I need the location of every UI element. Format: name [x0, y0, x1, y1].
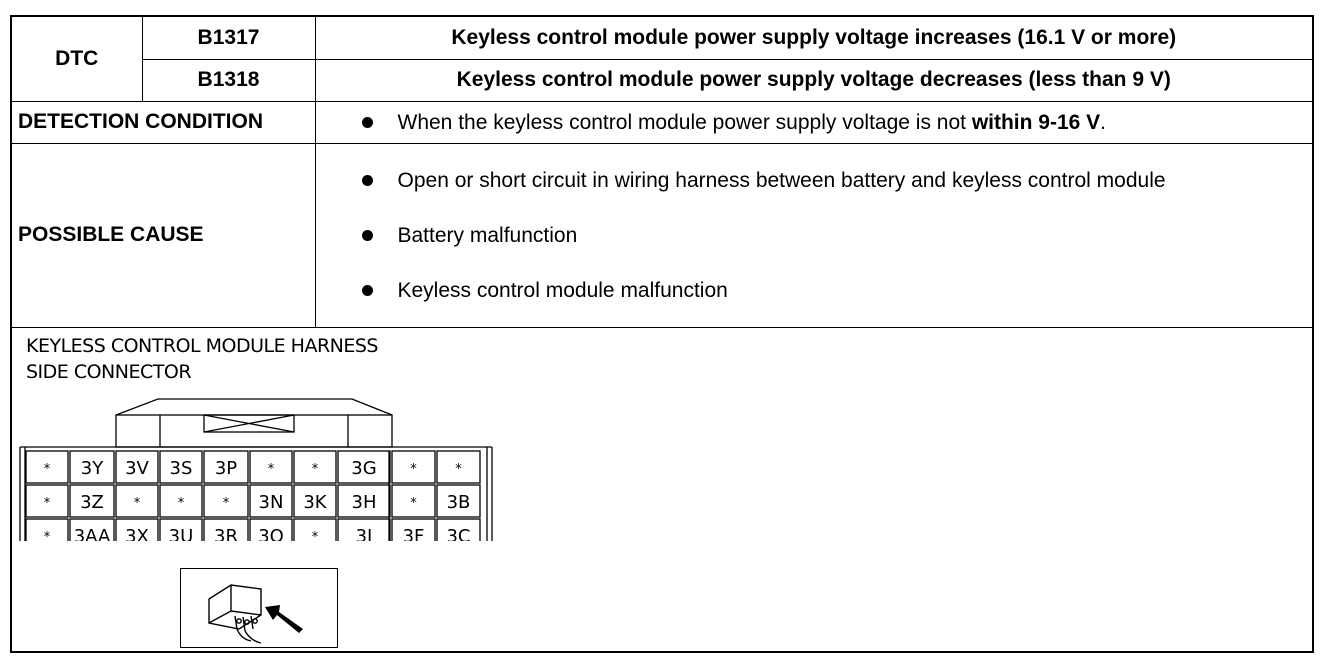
pin-label: 3G	[351, 458, 376, 479]
bullet-icon	[361, 116, 373, 128]
connector-pins: * 3Y 3V 3S 3P * * 3G * * * 3Z * * * 3N 3K 3H * 3B * 3AA 3X 3U 3R…	[25, 450, 481, 541]
pin-label: 3U	[169, 526, 194, 541]
cause-item: Keyless control module malfunction	[316, 276, 1313, 305]
pin-label: *	[44, 496, 51, 511]
pin-label: 3K	[303, 492, 327, 513]
pin-label: 3V	[125, 458, 149, 479]
bullet-icon	[361, 284, 373, 296]
pin-label: 3C	[446, 526, 470, 541]
connector-diagram: * 3Y 3V 3S 3P * * 3G * * * 3Z * * * 3N 3K 3H * 3B * 3AA 3X 3U 3R…	[19, 398, 493, 541]
pin-cell	[249, 484, 293, 518]
pin-cell	[249, 518, 293, 541]
pin-cell	[203, 450, 249, 484]
pin-cell	[293, 518, 337, 541]
dtc-code: B1318	[142, 58, 316, 102]
pin-label: *	[268, 462, 275, 477]
pin-cell	[293, 450, 337, 484]
possible-cause-row: POSSIBLE CAUSE Open or short circuit in …	[12, 142, 1313, 328]
bullet-icon	[361, 229, 373, 241]
pin-cell	[159, 484, 203, 518]
detection-row: DETECTION CONDITION When the keyless con…	[12, 100, 1313, 144]
pin-cell	[203, 518, 249, 541]
pin-label: *	[223, 496, 230, 511]
connector-title-line1: KEYLESS CONTROL MODULE HARNESS	[26, 335, 378, 357]
pin-cell	[293, 484, 337, 518]
pin-cell	[337, 450, 391, 484]
pin-cell	[69, 484, 115, 518]
cause-item: Battery malfunction	[316, 221, 1313, 250]
pin-label: 3AA	[74, 526, 111, 541]
pin-label: 3O	[258, 526, 284, 541]
pin-label: *	[410, 496, 417, 511]
pin-label: 3P	[215, 458, 237, 479]
pin-label: *	[312, 530, 319, 541]
pin-label: 3Y	[81, 458, 104, 479]
voltage-range: within 9-16 V	[971, 110, 1101, 134]
detection-condition-cell: When the keyless control module power su…	[314, 100, 1313, 144]
pin-label: 3B	[447, 492, 471, 513]
pin-cell	[69, 450, 115, 484]
dtc-row-2: B1318 Keyless control module power suppl…	[12, 58, 1312, 102]
detection-condition-text: When the keyless control module power su…	[316, 108, 1313, 137]
pin-label: 3X	[125, 526, 149, 541]
pin-label: 3F	[403, 526, 425, 541]
pin-cell	[391, 518, 436, 541]
bullet-icon	[361, 174, 373, 186]
pin-cell	[436, 518, 481, 541]
pin-cell	[391, 484, 436, 518]
pin-cell	[436, 450, 481, 484]
dtc-row-1: DTC B1317 Keyless control module power s…	[12, 17, 1312, 102]
connector-section: KEYLESS CONTROL MODULE HARNESS SIDE CONN…	[12, 327, 1312, 653]
pin-cell	[203, 484, 249, 518]
dtc-table: DTC B1317 Keyless control module power s…	[12, 17, 1312, 328]
pin-cell	[159, 450, 203, 484]
dtc-description: Keyless control module power supply volt…	[314, 58, 1312, 102]
possible-cause-label: POSSIBLE CAUSE	[12, 142, 316, 328]
pin-cell	[25, 484, 69, 518]
pin-label: 3S	[170, 458, 193, 479]
pin-cell	[249, 450, 293, 484]
pin-label: *	[410, 462, 417, 477]
dtc-label: DTC	[12, 17, 143, 102]
pin-label: 3H	[352, 492, 377, 513]
pin-cell	[115, 484, 159, 518]
pin-label: 3I	[356, 526, 373, 541]
pin-label: *	[44, 530, 51, 541]
pin-label: *	[312, 462, 319, 477]
dtc-document: DTC B1317 Keyless control module power s…	[10, 15, 1314, 653]
detection-condition-label: DETECTION CONDITION	[12, 100, 316, 144]
pin-label: *	[178, 496, 185, 511]
connector-view-box	[180, 568, 338, 648]
pin-cell	[115, 518, 159, 541]
connector-view-arrow-icon	[208, 584, 303, 644]
possible-cause-cell: Open or short circuit in wiring harness …	[314, 142, 1313, 328]
pin-cell	[337, 518, 391, 541]
connector-title-line2: SIDE CONNECTOR	[26, 361, 192, 383]
pin-cell	[391, 450, 436, 484]
pin-cell	[436, 484, 481, 518]
pin-cell	[337, 484, 391, 518]
pin-cell	[25, 450, 69, 484]
pin-label: 3N	[259, 492, 284, 513]
pin-cell	[115, 450, 159, 484]
pin-label: *	[44, 462, 51, 477]
dtc-description: Keyless control module power supply volt…	[314, 17, 1312, 60]
pin-label: *	[455, 462, 462, 477]
pin-cell	[25, 518, 69, 541]
dtc-code: B1317	[141, 17, 316, 60]
cause-item: Open or short circuit in wiring harness …	[316, 166, 1313, 195]
pin-label: 3R	[214, 526, 238, 541]
pin-cell	[69, 518, 115, 541]
pin-cell	[159, 518, 203, 541]
pin-label: 3Z	[80, 492, 104, 513]
pin-label: *	[134, 496, 141, 511]
